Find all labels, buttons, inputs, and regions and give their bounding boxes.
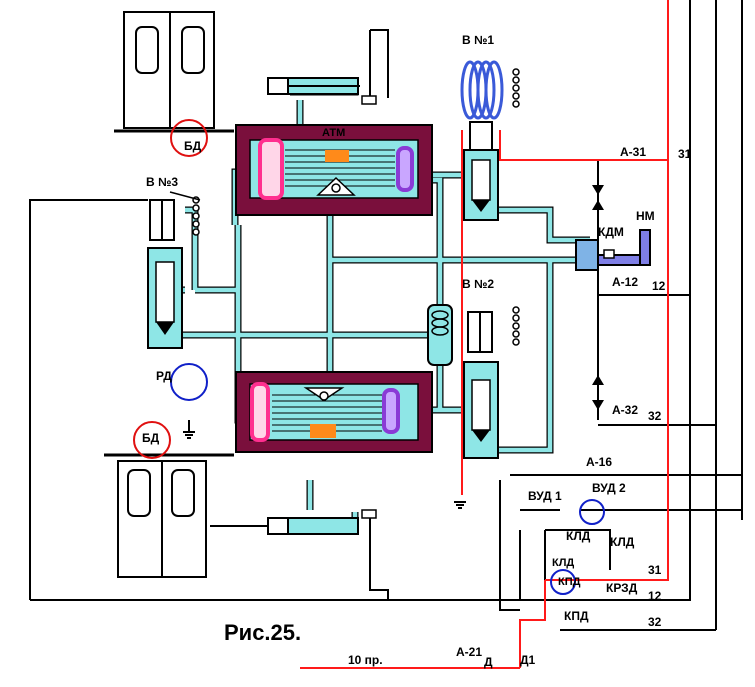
- kld-label-2: КЛД: [610, 535, 635, 549]
- top-lever: [361, 29, 389, 105]
- kpd-label-2: КПД: [558, 576, 581, 588]
- kpd-label-1: КПД: [564, 609, 589, 623]
- rd-label: РД: [156, 369, 172, 383]
- air-piping: [160, 77, 590, 535]
- bottom-cylinder: [235, 371, 433, 453]
- valve-2-label: В №2: [462, 277, 494, 291]
- top-cylinder: АТМ: [235, 124, 433, 216]
- kld-label-1: КЛД: [566, 529, 591, 543]
- red-wires: [300, 0, 669, 669]
- nm-label: НМ: [636, 209, 655, 223]
- pr10-label: 10 пр.: [348, 653, 383, 667]
- wire31-label-a: 31: [678, 147, 692, 161]
- a21-label: А-21: [456, 645, 482, 659]
- wire32-label-b: 32: [648, 615, 662, 629]
- d1-label: Д1: [520, 653, 536, 667]
- a12-label: А-12: [612, 275, 638, 289]
- figure-caption: Рис.25.: [224, 620, 301, 645]
- bd-bottom-marker: [133, 421, 171, 459]
- vud2-label: ВУД 2: [592, 481, 626, 495]
- kld-label-3: КЛД: [552, 557, 574, 569]
- atm-label: АТМ: [322, 127, 345, 139]
- bellows: [427, 304, 453, 366]
- a31-label: А-31: [620, 145, 646, 159]
- vud2-marker: [579, 499, 605, 525]
- kdm-nm-tank: КДМ НМ: [575, 209, 655, 271]
- kpd-marker: [550, 569, 576, 595]
- kdm-label: КДМ: [598, 225, 624, 239]
- vud1-label: ВУД 1: [528, 489, 562, 503]
- krzd-label: КРЗД: [606, 581, 638, 595]
- top-door: [114, 11, 234, 133]
- bottom-lever: [361, 509, 389, 600]
- wire31-label-b: 31: [648, 563, 662, 577]
- control-wires: [29, 0, 743, 631]
- bd-top-marker: [170, 119, 208, 157]
- a32-label: А-32: [612, 403, 638, 417]
- rd-marker: [170, 363, 208, 401]
- valve-2: В №2: [462, 277, 520, 459]
- a16-label: А-16: [586, 455, 612, 469]
- wire12-label-a: 12: [652, 279, 666, 293]
- valve-1: В №1: [460, 33, 520, 221]
- bd-bottom-label: БД: [142, 431, 160, 445]
- valve-3-label: В №3: [146, 175, 178, 189]
- wire12-label-b: 12: [648, 589, 662, 603]
- bd-top-label: БД: [184, 139, 202, 153]
- wire32-label-a: 32: [648, 409, 662, 423]
- valve-1-label: В №1: [462, 33, 494, 47]
- bottom-door: [104, 453, 234, 578]
- valve-3: В №3: [146, 175, 201, 349]
- d-label: Д: [484, 655, 493, 669]
